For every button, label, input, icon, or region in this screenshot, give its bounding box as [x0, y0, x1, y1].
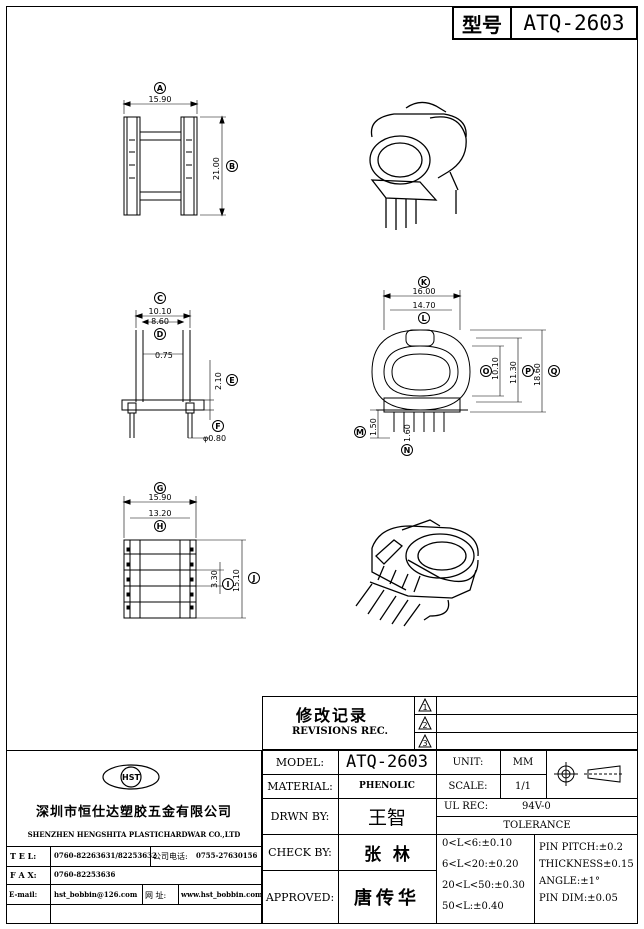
label-Q: Q — [551, 367, 558, 376]
model-label: MODEL: — [275, 755, 325, 769]
label-K: K — [421, 278, 428, 287]
dim-d1: 0.75 — [155, 351, 173, 360]
tel-label: T E L: — [10, 851, 37, 861]
bottom-view — [122, 496, 246, 619]
tol-right-2: THICKNESS±0.15 — [539, 859, 634, 870]
tol-left-2: 6<L<20:±0.20 — [442, 859, 519, 870]
ul-value: 94V-0 — [522, 801, 551, 812]
check-label: CHECK BY: — [268, 845, 332, 859]
revisions-title-cn: 修改记录 — [296, 706, 369, 725]
label-L: L — [421, 314, 426, 323]
rev-mark-2: 2 — [416, 715, 434, 731]
tol-right-4: PIN DIM:±0.05 — [539, 893, 618, 904]
material-label: MATERIAL: — [267, 779, 333, 793]
label-A: A — [157, 84, 164, 93]
iso-view-1 — [369, 101, 467, 230]
tol-left-3: 20<L<50:±0.30 — [442, 880, 525, 891]
dim-D: 8.60 — [151, 317, 169, 326]
company-block — [6, 750, 262, 924]
dim-E: 2.10 — [214, 372, 223, 390]
dim-Q: 18.60 — [533, 363, 542, 386]
dim-B: 21.00 — [212, 157, 221, 180]
label-M: M — [356, 428, 364, 437]
company-name-en: SHENZHEN HENGSHITA PLASTICHARDWAR CO.,LT… — [27, 829, 241, 839]
dim-L: 14.70 — [413, 301, 436, 310]
dim-G: 15.90 — [149, 493, 172, 502]
dim-C: 10.10 — [149, 307, 172, 316]
front-view — [122, 100, 226, 217]
fax-value: 0760-82253636 — [54, 870, 116, 879]
label-E: E — [229, 376, 234, 385]
dim-A: 15.90 — [149, 95, 172, 104]
approved-value: 唐传华 — [354, 888, 420, 909]
svg-text:3: 3 — [422, 739, 427, 748]
scale-value: 1/1 — [514, 780, 532, 792]
approved-label: APPROVED: — [265, 890, 335, 904]
label-I: I — [227, 580, 230, 589]
fax-label: F A X: — [10, 870, 37, 880]
tol-right-3: ANGLE:±1° — [539, 876, 601, 887]
drawn-value: 王智 — [367, 806, 406, 829]
dim-N: 1.60 — [403, 424, 412, 442]
dim-O: 10.10 — [491, 357, 500, 380]
drawn-label: DRWN BY: — [270, 809, 330, 823]
label-P: P — [525, 367, 531, 376]
unit-label: UNIT: — [452, 756, 484, 768]
rev-mark-1: 1 — [416, 697, 434, 713]
svg-text:HST: HST — [122, 773, 140, 782]
dim-M: 1.50 — [369, 418, 378, 436]
tolerance-label: TOLERANCE — [503, 819, 571, 831]
part-number: ATQ-2603 — [523, 11, 625, 35]
label-B: B — [229, 162, 235, 171]
type-label: 型号 — [454, 8, 512, 38]
revisions-table — [262, 696, 638, 750]
dim-F: φ0.80 — [203, 434, 226, 443]
label-C: C — [157, 294, 163, 303]
web-label: 网 址: — [145, 891, 167, 900]
unit-value: MM — [512, 756, 534, 768]
side-view — [121, 310, 214, 439]
tel2-label: 公司电话: — [153, 852, 188, 861]
dim-J: 15.10 — [232, 569, 241, 592]
tol-right-1: PIN PITCH:±0.2 — [539, 842, 623, 853]
info-table — [262, 750, 638, 924]
label-H: H — [157, 522, 164, 531]
company-name-cn: 深圳市恒仕达塑胶五金有限公司 — [35, 804, 232, 820]
label-J: J — [252, 574, 256, 583]
dim-P: 11.30 — [509, 361, 518, 384]
label-D: D — [157, 330, 164, 339]
company-logo: HST — [100, 762, 162, 792]
ul-label: UL REC: — [444, 801, 489, 812]
model-value: ATQ-2603 — [346, 752, 428, 772]
label-O: O — [483, 367, 490, 376]
rev-mark-3: 3 — [416, 733, 434, 749]
tol-left-4: 50<L:±0.40 — [442, 901, 504, 912]
engineering-drawings: A 15.90 B 21.00 — [121, 82, 560, 627]
dim-K: 16.00 — [413, 287, 436, 296]
svg-text:2: 2 — [422, 721, 427, 730]
svg-text:1: 1 — [422, 703, 427, 712]
title-block — [452, 6, 638, 40]
top-view — [370, 290, 546, 439]
label-F: F — [215, 422, 220, 431]
revisions-title-en: REVISIONS REC. — [292, 726, 389, 737]
tel2-value: 0755-27630156 — [196, 851, 258, 860]
projection-symbol-icon — [552, 760, 632, 788]
email-label: E-mail: — [9, 890, 38, 899]
label-G: G — [157, 484, 164, 493]
dim-H: 13.20 — [149, 509, 172, 518]
check-value: 张 林 — [364, 844, 410, 865]
tel-value: 0760-82263631/82253632 — [54, 851, 157, 860]
web-value: www.hst_bobbin.com — [181, 890, 263, 899]
label-N: N — [404, 446, 411, 455]
dim-I: 3.30 — [210, 570, 219, 588]
tol-left-1: 0<L<6:±0.10 — [442, 838, 513, 849]
scale-label: SCALE: — [448, 780, 488, 792]
email-value: hst_bobbin@126.com — [54, 890, 138, 899]
iso-view-2 — [355, 519, 479, 627]
material-value: PHENOLIC — [359, 781, 415, 791]
